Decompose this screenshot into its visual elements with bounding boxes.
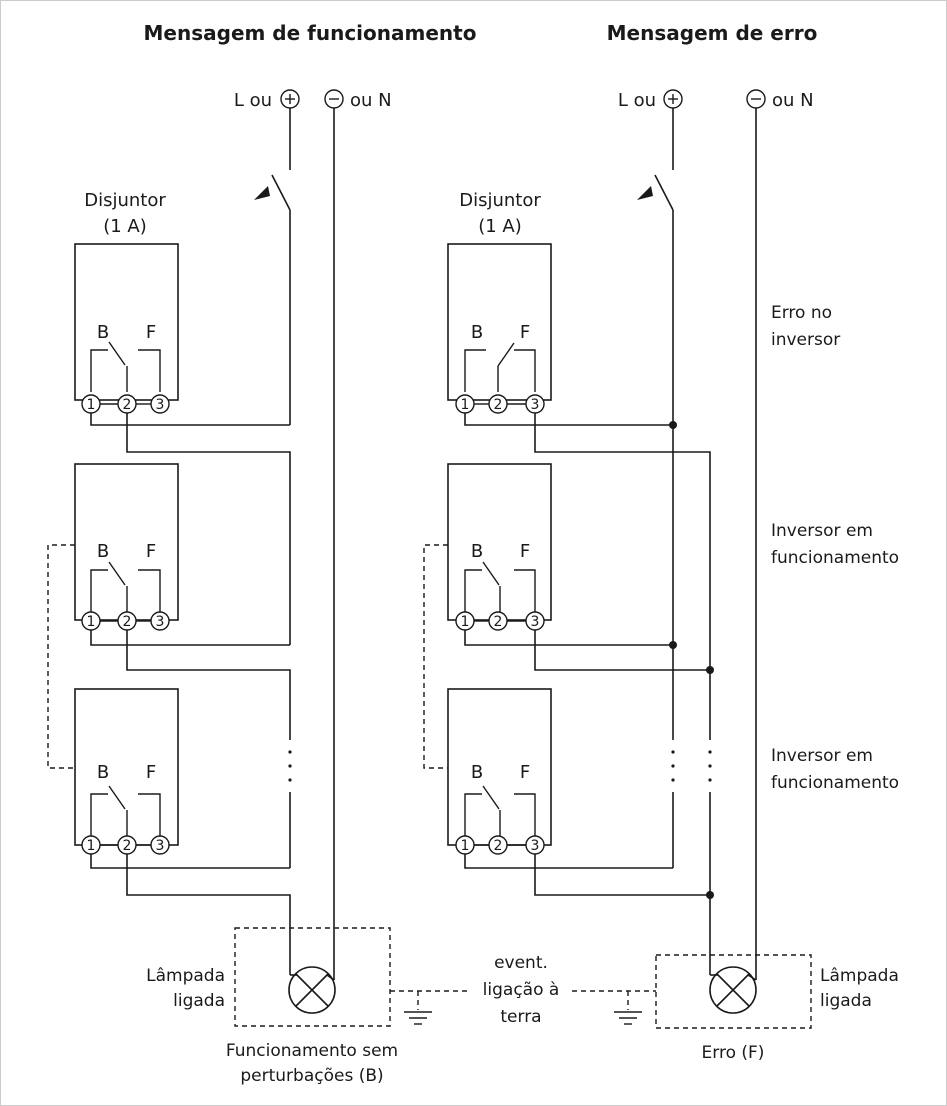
earth-label-3: terra [500,1007,541,1027]
terminal-3-label: 3 [156,397,165,413]
status-middle-2: funcionamento [771,548,899,568]
relay-contact-icon [90,785,161,836]
left-minus-icon [324,89,344,109]
terminal-1-label: 1 [461,614,470,630]
left-dashed-link [47,544,75,769]
right-dashed-link [423,544,448,769]
terminal-2-label: 2 [494,397,503,413]
status-top-1: Erro no [771,303,832,323]
left-caption-1: Funcionamento sem [226,1041,398,1061]
terminal-3-label: 3 [531,838,540,854]
heading-error: Mensagem de erro [607,21,818,45]
right-relay-1: B F 1 2 3 [447,243,552,414]
left-lamp-label-1: Lâmpada [146,966,225,986]
left-lamp-cross-icon [288,966,336,1014]
left-plus-icon [280,89,300,109]
terminal-2-label: 2 [494,614,503,630]
right-minus-icon [746,89,766,109]
right-lamp-label-1: Lâmpada [820,966,899,986]
right-lamp-box [655,954,812,1029]
right-relay-3: B F 1 2 3 [447,688,552,855]
right-breaker-icon [637,174,674,211]
terminal-3-label: 3 [531,614,540,630]
relay-contact-icon [90,561,161,612]
left-continuation-dots [288,750,292,782]
right-continuation-dots [671,750,712,782]
heading-operation: Mensagem de funcionamento [144,21,477,45]
contact-b-label: B [471,322,483,343]
contact-f-label: F [146,322,156,343]
earth-label-1: event. [494,953,548,973]
contact-f-label: F [520,322,530,343]
terminal-1-label: 1 [461,397,470,413]
left-lamp-box [234,927,391,1027]
relay-contact-icon [464,342,536,392]
contact-f-label: F [146,541,156,562]
status-middle-1: Inversor em [771,521,873,541]
junction-node [669,641,677,649]
contact-f-label: F [146,762,156,783]
terminal-2-label: 2 [123,614,132,630]
right-line-label: L ou [618,90,656,111]
terminal-2-label: 2 [123,838,132,854]
right-lamp-label-2: ligada [820,991,872,1011]
left-relay-2: B F 1 2 3 [74,463,179,631]
right-relay-2: B F 1 2 3 [447,463,552,631]
left-lamp-label-2: ligada [173,991,225,1011]
relay-contact-icon [464,561,536,612]
terminal-1-label: 1 [87,838,96,854]
left-circuit: L ou ou N Disjuntor (1 A) B F [47,89,470,1086]
terminal-2-label: 2 [494,838,503,854]
terminal-3-label: 3 [156,838,165,854]
left-neutral-label: ou N [350,90,392,111]
contact-b-label: B [97,322,109,343]
contact-b-label: B [471,541,483,562]
junction-node [706,666,714,674]
right-caption: Erro (F) [702,1043,765,1063]
junction-node [669,421,677,429]
contact-b-label: B [97,762,109,783]
terminal-1-label: 1 [87,397,96,413]
status-top-2: inversor [771,330,840,350]
left-breaker-icon [254,174,291,211]
relay-contact-icon [90,341,161,392]
terminal-3-label: 3 [156,614,165,630]
left-earth-ground-icon [404,991,432,1025]
right-neutral-label: ou N [772,90,814,111]
relay-contact-icon [464,785,536,836]
left-caption-2: perturbações (B) [240,1066,383,1086]
contact-f-label: F [520,762,530,783]
contact-b-label: B [471,762,483,783]
right-breaker-title: Disjuntor [459,190,541,211]
terminal-1-label: 1 [87,614,96,630]
terminal-2-label: 2 [123,397,132,413]
contact-b-label: B [97,541,109,562]
left-breaker-rating: (1 A) [103,216,147,237]
right-earth-ground-icon [614,991,642,1025]
left-breaker-title: Disjuntor [84,190,166,211]
status-bottom-2: funcionamento [771,773,899,793]
earth-label-2: ligação à [483,980,560,1000]
right-breaker-rating: (1 A) [478,216,522,237]
status-bottom-1: Inversor em [771,746,873,766]
right-lamp-cross-icon [709,966,757,1014]
left-line-label: L ou [234,90,272,111]
contact-f-label: F [520,541,530,562]
terminal-3-label: 3 [531,397,540,413]
terminal-1-label: 1 [461,838,470,854]
left-relay-3: B F 1 2 3 [74,688,179,855]
junction-node [706,891,714,899]
right-plus-icon [663,89,683,109]
left-relay-1: B F 1 2 3 [74,243,179,414]
right-circuit: L ou ou N Disjuntor (1 A) B F [423,89,899,1063]
